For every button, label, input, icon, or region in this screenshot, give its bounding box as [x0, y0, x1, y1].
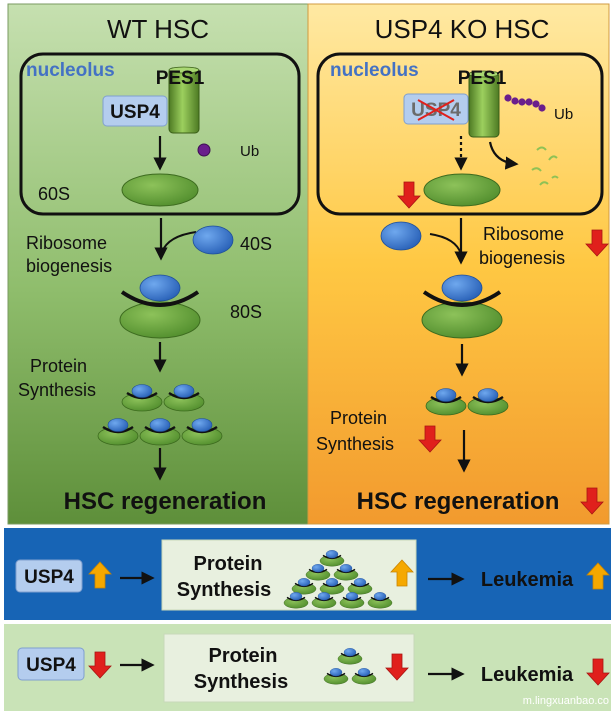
- wt-panel: WT HSC nucleolus PES1 USP4 Ub 60S 40S Ri…: [7, 3, 309, 525]
- ko-degradation-arrow: [488, 141, 519, 170]
- usp4-high-leukemia-row: USP4 Protein Synthesis Leukemia: [4, 528, 611, 620]
- ko-80s-ribosome: [421, 274, 503, 339]
- ko-nucleolus-label: nucleolus: [330, 60, 419, 81]
- wt-nucleolus-label: nucleolus: [26, 60, 115, 81]
- down-protein-label-1: Protein: [209, 645, 278, 667]
- up-usp4-box: [15, 559, 83, 593]
- wt-nucleolus-box: [19, 52, 301, 216]
- ko-ub-label: Ub: [554, 106, 573, 123]
- up-leukemia-label: Leukemia: [481, 569, 574, 591]
- ko-ubiquitin-chain-icon: [504, 94, 546, 112]
- down-usp4-label: USP4: [26, 655, 76, 676]
- wt-arrow-40s-join: [161, 231, 197, 253]
- wt-outcome: HSC regeneration: [64, 488, 267, 515]
- ko-outcome: HSC regeneration: [357, 488, 560, 515]
- wt-ub-label: Ub: [240, 143, 259, 160]
- down-leukemia-label: Leukemia: [481, 664, 574, 686]
- up-protein-label-2: Synthesis: [177, 579, 271, 601]
- wt-pes1-label: PES1: [156, 68, 205, 89]
- wt-60s-subunit: [121, 173, 199, 207]
- ko-pes1-label: PES1: [458, 68, 507, 89]
- wt-40s-subunit: [192, 225, 234, 255]
- down-synthesis-box: [163, 633, 415, 703]
- down-usp4-box: [17, 647, 85, 681]
- ko-usp4-deleted-cross-icon: [417, 99, 455, 121]
- up-usp4-label: USP4: [24, 567, 74, 588]
- ko-degraded-pes1-fragments-icon: [531, 146, 559, 186]
- wt-ubiquitin-icon: [197, 143, 211, 157]
- wt-ribosome-label-1: Ribosome: [26, 233, 107, 253]
- ko-nucleolus-box: [316, 52, 604, 216]
- ko-ribosome-label-2: biogenesis: [479, 248, 565, 268]
- wt-usp4-label: USP4: [110, 102, 160, 123]
- wt-usp4-box: [102, 95, 168, 127]
- wt-title: WT HSC: [107, 14, 209, 44]
- up-protein-label-1: Protein: [194, 553, 263, 575]
- ko-protein-label-2: Synthesis: [316, 434, 394, 454]
- wt-protein-label-2: Synthesis: [18, 380, 96, 400]
- watermark-text: m.lingxuanbao.co: [523, 695, 609, 707]
- wt-80s-label: 80S: [230, 302, 262, 322]
- wt-60s-label: 60S: [38, 184, 70, 204]
- ko-60s-subunit: [423, 173, 501, 207]
- wt-80s-ribosome: [119, 274, 201, 339]
- usp4-low-leukemia-row: USP4 Protein Synthesis Leukemia m.lingxu…: [4, 624, 611, 711]
- ko-panel-background: [307, 3, 610, 525]
- wt-ribosome-label-2: biogenesis: [26, 256, 112, 276]
- ko-panel: USP4 KO HSC nucleolus PES1 Ub USP4: [307, 3, 610, 525]
- wt-protein-label-1: Protein: [30, 356, 87, 376]
- ko-ribosome-label-1: Ribosome: [483, 224, 564, 244]
- down-protein-label-2: Synthesis: [194, 671, 288, 693]
- ko-40s-subunit: [380, 221, 422, 251]
- ko-protein-label-1: Protein: [330, 408, 387, 428]
- wt-40s-label: 40S: [240, 234, 272, 254]
- ko-title: USP4 KO HSC: [375, 14, 550, 44]
